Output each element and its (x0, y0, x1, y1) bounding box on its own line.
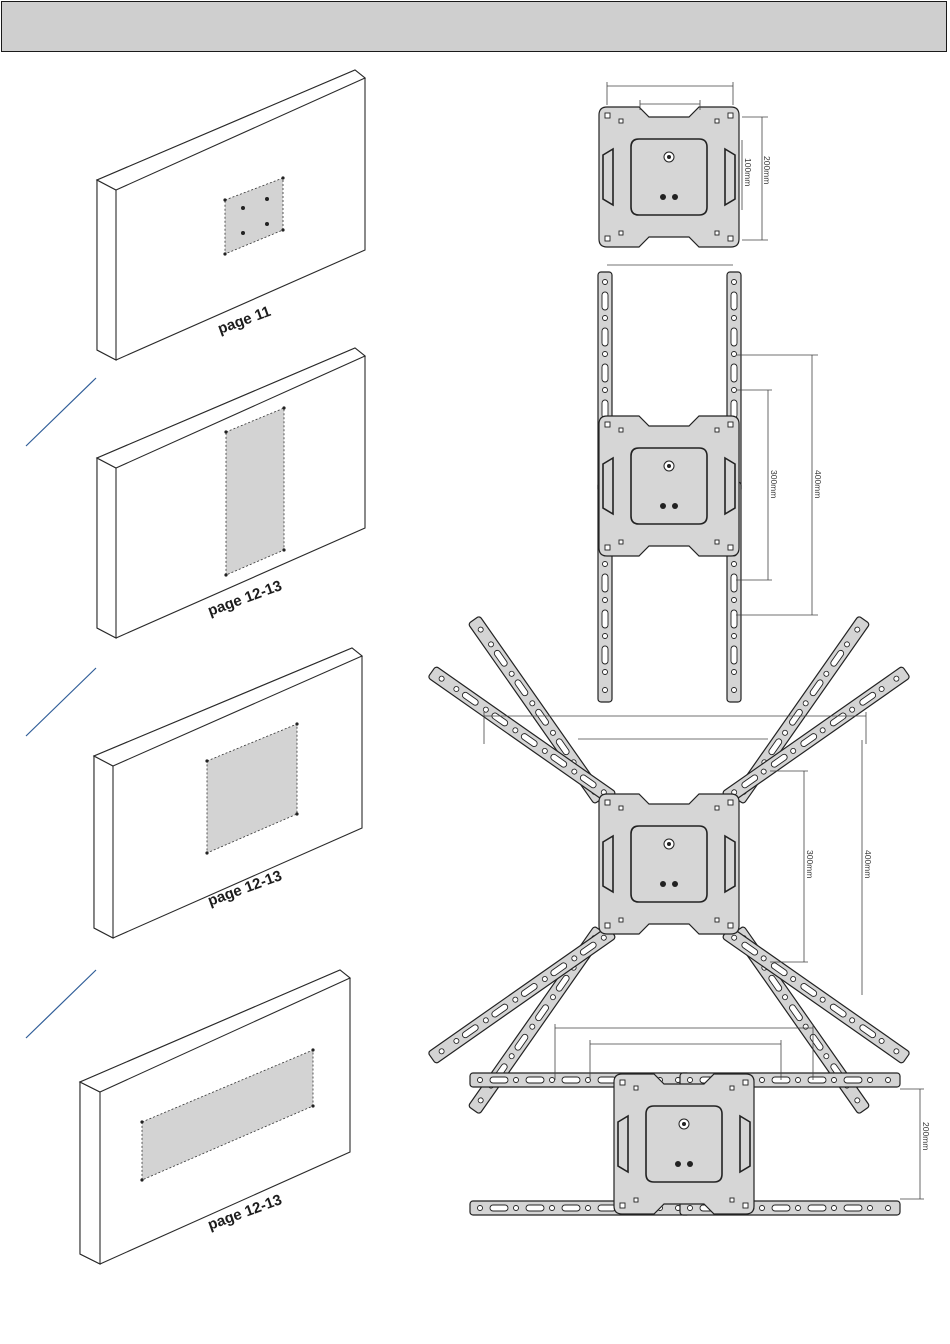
dim-label-400-3: 400mm (863, 850, 873, 878)
mount-config-3: 300mm 400mm (428, 616, 910, 1114)
connector-line-3 (26, 970, 96, 1038)
mount-config-2: 300mm 400mm (598, 265, 823, 702)
dim-label-200-1: 200mm (762, 156, 772, 184)
tv-option-1: page 11 (97, 70, 365, 360)
mount-config-4: 200mm (470, 1024, 931, 1215)
dim-label-100-1: 100mm (743, 158, 753, 186)
dim-label-400-2: 400mm (813, 470, 823, 498)
connector-line-2 (26, 668, 96, 736)
mount-config-1: 200mm 100mm (599, 82, 772, 247)
tv-option-4: page 12-13 (26, 970, 350, 1264)
dim-label-300-3: 300mm (805, 850, 815, 878)
dim-label-300-2: 300mm (769, 470, 779, 498)
connector-line-1 (26, 378, 96, 446)
tv-option-2: page 12-13 (26, 348, 365, 638)
tv-option-3: page 12-13 (26, 648, 362, 938)
dim-label-200-4: 200mm (921, 1122, 931, 1150)
